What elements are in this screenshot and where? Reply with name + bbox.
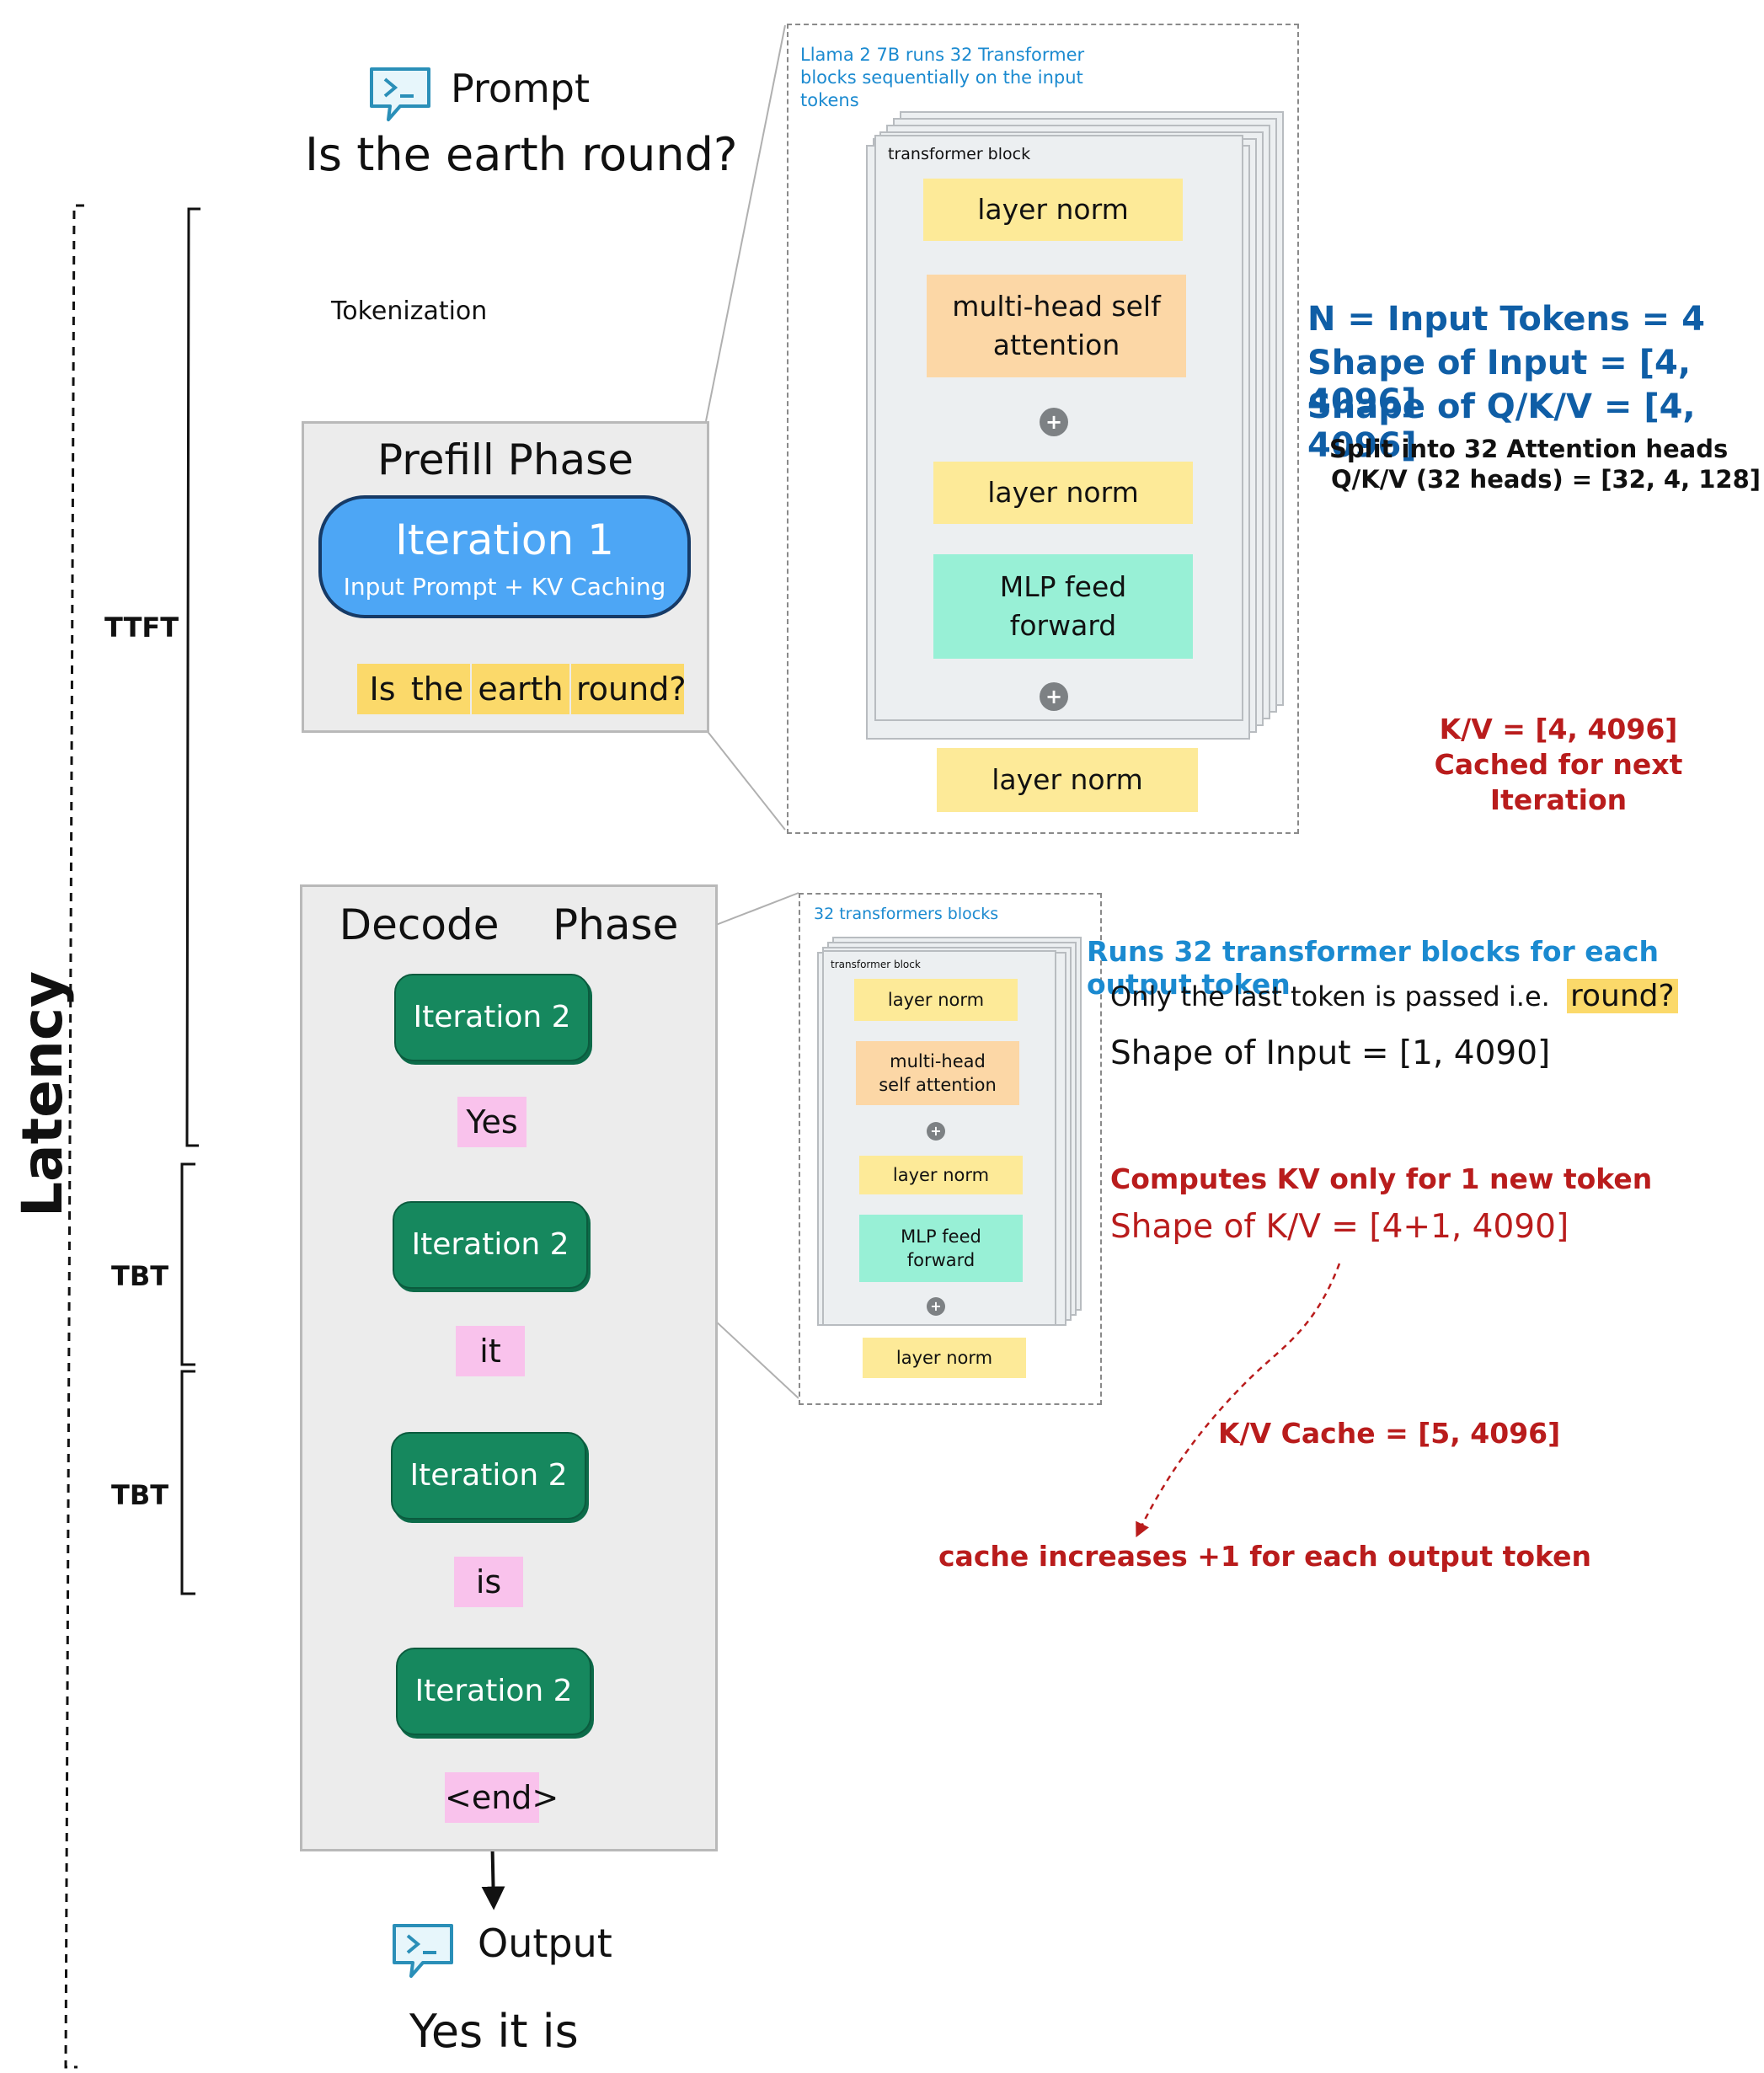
tbt-label-1: TBT	[111, 1260, 169, 1292]
prefill-token: round?	[571, 664, 687, 714]
prefill-token: Is	[357, 664, 408, 714]
annotation-kv-shape: Shape of K/V = [4+1, 4090]	[1110, 1208, 1569, 1246]
prompt-title: Prompt	[451, 66, 591, 111]
prompt-text: Is the earth round?	[305, 128, 738, 181]
tbt-bracket-2	[180, 1370, 195, 1595]
annotation-heads-shape: Q/K/V (32 heads) = [32, 4, 128]	[1331, 465, 1761, 494]
transformer-small-caption: 32 transformers blocks	[814, 905, 999, 923]
kv-cached-line2: Cached for next	[1434, 748, 1683, 781]
block-label: transformer block	[888, 145, 1031, 163]
mlp-box: MLP feed forward	[859, 1215, 1023, 1282]
mlp-box: MLP feed forward	[933, 554, 1193, 659]
output-token: Yes	[457, 1097, 527, 1147]
iteration-1-node: Iteration 1 Input Prompt + KV Caching	[318, 495, 691, 618]
tbt-bracket-1	[180, 1162, 195, 1366]
attention-box: multi-head self attention	[856, 1041, 1019, 1105]
output-token: is	[454, 1557, 523, 1607]
layer-norm-box: layer norm	[933, 462, 1193, 524]
kv-cached-line1: K/V = [4, 4096]	[1439, 713, 1678, 745]
residual-add-icon: +	[927, 1122, 945, 1141]
output-token: <end>	[445, 1772, 559, 1823]
annotation-cache-increase: cache increases +1 for each output token	[938, 1540, 1591, 1573]
latency-label: Latency	[10, 970, 75, 1217]
decode-iteration-node: Iteration 2	[394, 974, 590, 1061]
output-icon	[389, 1921, 457, 1980]
attention-box: multi-head self attention	[927, 275, 1186, 377]
tbt-label-2: TBT	[111, 1479, 169, 1511]
annotation-only-last: Only the last token is passed i.e. round…	[1110, 979, 1678, 1013]
ttft-label: TTFT	[104, 612, 179, 644]
annotation-runs-blocks: Runs 32 transformer blocks for each outp…	[1087, 935, 1659, 1001]
prefill-title: Prefill Phase	[377, 435, 633, 484]
block-label-small: transformer block	[831, 959, 921, 970]
residual-add-icon: +	[1040, 408, 1068, 436]
prefill-token: earth	[472, 664, 569, 714]
ttft-bracket	[185, 207, 200, 1147]
iteration-1-subtitle: Input Prompt + KV Caching	[343, 573, 666, 601]
prefill-token: the	[404, 664, 470, 714]
annotation-qkv-shape: Shape of Q/K/V = [4, 4096]	[1307, 387, 1696, 465]
latency-bracket	[64, 204, 84, 2069]
prompt-icon	[366, 64, 434, 123]
output-token: it	[456, 1326, 525, 1376]
annotation-input-shape: Shape of Input = [4, 4096]	[1307, 344, 1692, 421]
tokenization-label: Tokenization	[331, 297, 488, 326]
residual-add-icon: +	[927, 1297, 945, 1316]
iteration-1-title: Iteration 1	[395, 516, 614, 564]
kv-cached-line3: Iteration	[1489, 783, 1628, 816]
transformer-large-caption: Llama 2 7B runs 32 Transformer blocks se…	[800, 45, 1085, 110]
output-title: Output	[478, 1921, 612, 1966]
annotation-only-last-text: Only the last token is passed i.e.	[1110, 980, 1550, 1012]
output-text: Yes it is	[409, 2005, 579, 2058]
annotation-decode-input-shape: Shape of Input = [1, 4090]	[1110, 1034, 1551, 1072]
annotation-computes-kv: Computes KV only for 1 new token	[1110, 1162, 1653, 1195]
final-layer-norm-box: layer norm	[863, 1338, 1026, 1378]
annotation-split-heads: Split into 32 Attention heads	[1329, 435, 1729, 463]
last-token-chip: round?	[1566, 979, 1678, 1013]
residual-add-icon: +	[1040, 682, 1068, 711]
layer-norm-box: layer norm	[859, 1156, 1023, 1194]
annotation-input-tokens: N = Input Tokens = 4	[1307, 300, 1705, 339]
decode-title: Decode Phase	[339, 900, 679, 949]
decode-iteration-node: Iteration 2	[391, 1432, 586, 1520]
layer-norm-box: layer norm	[923, 179, 1183, 241]
decode-iteration-node: Iteration 2	[396, 1648, 591, 1735]
decode-iteration-node: Iteration 2	[393, 1201, 588, 1289]
final-layer-norm-box: layer norm	[937, 748, 1198, 812]
annotation-kv-cache: K/V Cache = [5, 4096]	[1218, 1417, 1561, 1450]
layer-norm-box: layer norm	[854, 979, 1018, 1021]
